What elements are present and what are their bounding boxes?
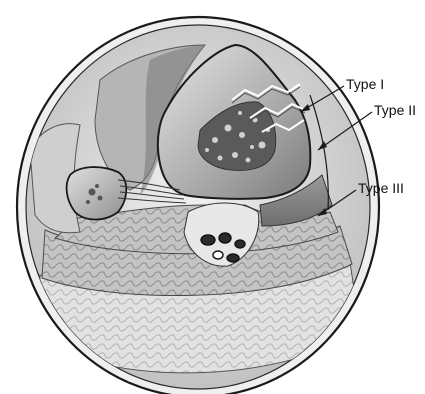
label-type-1: Type I: [346, 77, 384, 91]
label-type-2: Type II: [374, 103, 416, 117]
fibula-bone: [67, 167, 127, 219]
label-type-3: Type III: [358, 181, 404, 195]
